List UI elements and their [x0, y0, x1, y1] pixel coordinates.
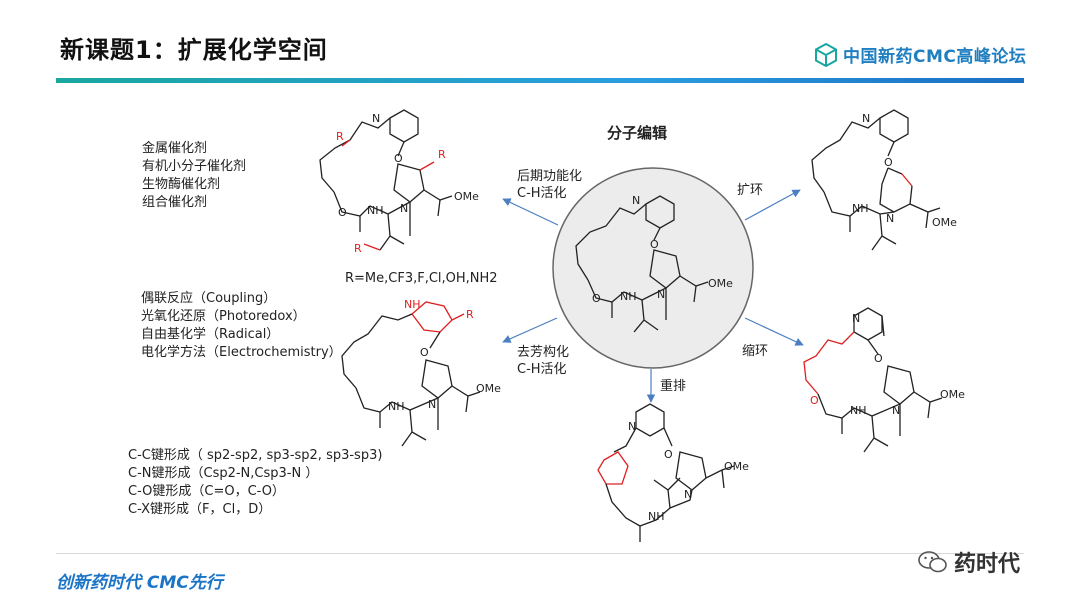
molecule-center [575, 195, 709, 333]
svg-text:N: N [862, 112, 870, 125]
r-group-definition: R=Me,CF3,F,Cl,OH,NH2 [345, 271, 498, 286]
molecule-ring-expansion [811, 109, 941, 251]
arrow-late-stage [502, 198, 559, 226]
watermark-text: 药时代 [954, 552, 1021, 577]
svg-text:N: N [372, 112, 380, 125]
svg-text:N: N [632, 194, 640, 207]
svg-text:OMe: OMe [708, 277, 733, 290]
svg-text:N: N [892, 404, 900, 417]
svg-text:O: O [338, 206, 347, 219]
svg-text:NH: NH [388, 400, 405, 413]
brand-logo: 中国新药CMC高峰论坛 [815, 42, 1026, 67]
center-title: 分子编辑 [607, 124, 668, 142]
svg-text:OMe: OMe [454, 190, 479, 203]
molecule-rearrangement [597, 403, 735, 542]
list-item: C-C键形成（ sp2-sp2, sp3-sp2, sp3-sp3) [128, 448, 383, 463]
arrow-ring-contraction [744, 317, 804, 346]
svg-text:R: R [354, 242, 362, 255]
list-item: 光氧化还原（Photoredox） [141, 309, 306, 324]
footer-slogan: 创新药时代 CMC先行 [56, 573, 223, 593]
svg-text:NH: NH [620, 290, 637, 303]
list-item: 组合催化剂 [142, 195, 208, 210]
watermark: 药时代 [918, 546, 1020, 578]
svg-text:O: O [664, 448, 673, 461]
list-item: C-X键形成（F，Cl，D） [128, 502, 272, 517]
header-divider [56, 78, 1024, 83]
wechat-icon [918, 551, 947, 573]
svg-text:N: N [886, 212, 894, 225]
svg-text:NH: NH [404, 298, 421, 311]
center-circle [552, 167, 754, 369]
svg-text:N: N [428, 398, 436, 411]
list-item: 偶联反应（Coupling） [141, 291, 277, 306]
svg-text:OMe: OMe [724, 460, 749, 473]
svg-text:N: N [657, 288, 665, 301]
svg-text:OMe: OMe [932, 216, 957, 229]
list-item: 有机小分子催化剂 [142, 159, 247, 174]
catalysis-list: 金属催化剂 有机小分子催化剂 生物酶催化剂 组合催化剂 [142, 140, 246, 212]
arrow-label-ring-contraction: 缩环 [742, 344, 769, 359]
reaction-list: 偶联反应（Coupling） 光氧化还原（Photoredox） 自由基化学（R… [141, 290, 342, 362]
svg-text:N: N [400, 202, 408, 215]
svg-text:O: O [650, 238, 659, 251]
footer-divider [56, 553, 1024, 554]
svg-text:OMe: OMe [476, 382, 501, 395]
svg-text:N: N [628, 420, 636, 433]
molecule-late-stage [319, 109, 453, 251]
svg-text:NH: NH [648, 510, 665, 523]
list-item: C-N键形成（Csp2-N,Csp3-N ） [128, 466, 319, 481]
svg-text:O: O [394, 152, 403, 165]
list-item: 电化学方法（Electrochemistry） [141, 345, 342, 360]
svg-text:N: N [852, 312, 860, 325]
svg-text:O: O [884, 156, 893, 169]
list-item: 金属催化剂 [142, 141, 208, 156]
molecule-dearomatization [341, 301, 481, 447]
svg-text:R: R [336, 130, 344, 143]
svg-text:O: O [874, 352, 883, 365]
brand-logo-text: 中国新药CMC高峰论坛 [843, 47, 1027, 67]
arrow-dearomatization [502, 317, 558, 343]
molecule-ring-contraction [803, 307, 943, 453]
svg-text:N: N [684, 488, 692, 501]
arrow-label-rearrangement: 重排 [660, 379, 687, 394]
list-item: C-O键形成（C=O，C-O） [128, 484, 285, 499]
arrow-label-ring-expansion: 扩环 [737, 183, 764, 198]
svg-text:O: O [592, 292, 601, 305]
svg-text:R: R [466, 308, 474, 321]
bond-formation-list: C-C键形成（ sp2-sp2, sp3-sp2, sp3-sp3) C-N键形… [128, 447, 382, 519]
svg-text:NH: NH [852, 202, 869, 215]
list-item: 生物酶催化剂 [142, 177, 221, 192]
svg-text:O: O [810, 394, 819, 407]
svg-text:R: R [438, 148, 446, 161]
list-item: 自由基化学（Radical） [141, 327, 280, 342]
svg-text:NH: NH [367, 204, 384, 217]
cube-logo-icon [815, 42, 837, 67]
svg-text:NH: NH [850, 404, 867, 417]
svg-text:O: O [420, 346, 429, 359]
page-title: 新课题1：扩展化学空间 [60, 36, 328, 64]
svg-text:OMe: OMe [940, 388, 965, 401]
arrow-ring-expansion [744, 189, 801, 221]
